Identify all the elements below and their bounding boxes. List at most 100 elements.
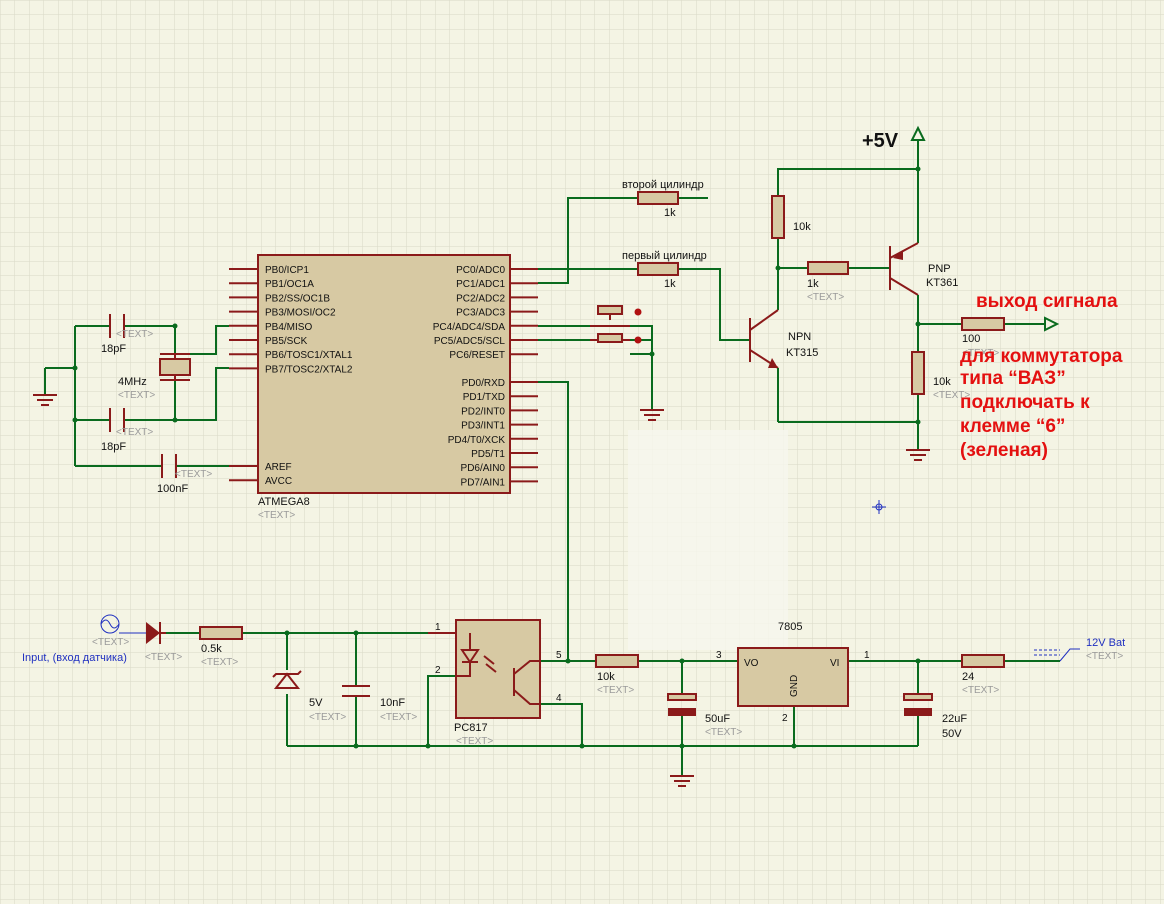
- mcu-pin-right: PC4/ADC4/SDA: [433, 322, 506, 333]
- resistor-10k-pulldown[interactable]: [911, 351, 925, 395]
- r-input-label: 0.5k: [201, 643, 222, 655]
- c-bottom-placeholder: <TEXT>: [116, 427, 153, 438]
- zener-placeholder: <TEXT>: [309, 712, 346, 723]
- mcu-pin-left: PB2/SS/OC1B: [265, 293, 330, 304]
- ignition-driver: [538, 125, 1060, 461]
- button-pc4[interactable]: [590, 305, 642, 327]
- opto-pin1: 1: [435, 622, 441, 633]
- mcu-pin-right: PC2/ADC2: [456, 293, 505, 304]
- mcu-text-placeholder: <TEXT>: [258, 510, 295, 521]
- mcu-pin-left: PB7/TOSC2/XTAL2: [265, 364, 353, 375]
- input-diode[interactable]: [146, 622, 166, 644]
- annotation-line4: подключать к: [960, 392, 1090, 413]
- opto-label: PC817: [454, 722, 488, 734]
- resistor-10k-top[interactable]: [771, 195, 785, 239]
- annotation-line5: клемме “6”: [960, 416, 1065, 437]
- input-label: Input, (вход датчика): [22, 652, 127, 664]
- r-bat-label: 24: [962, 671, 974, 683]
- mcu-pin-right: PC5/ADC5/SCL: [434, 336, 506, 347]
- c-top-label: 18pF: [101, 343, 126, 355]
- crystal-network: [33, 314, 229, 478]
- capacitor-10nf[interactable]: [342, 685, 370, 697]
- mcu-pin-left: PB1/OC1A: [265, 279, 314, 290]
- mcu-pin-left: AREF: [265, 462, 292, 473]
- diode-placeholder: <TEXT>: [145, 652, 182, 663]
- reg-pin3: 3: [716, 650, 722, 661]
- opto-placeholder: <TEXT>: [456, 736, 493, 747]
- resistor-cyl1[interactable]: [637, 262, 679, 276]
- annotation-block: выход сигнала для коммутатора типа “ВАЗ”…: [960, 291, 1123, 461]
- regulator-7805[interactable]: [737, 647, 849, 707]
- reg-label: 7805: [778, 621, 802, 633]
- resistor-opto[interactable]: [595, 654, 639, 668]
- mcu-pin-right: PD3/INT1: [461, 421, 505, 432]
- input-placeholder: <TEXT>: [92, 637, 129, 648]
- zener-diode[interactable]: [272, 670, 302, 689]
- mcu-pin-left: PB3/MOSI/OC2: [265, 308, 336, 319]
- annotation-line2: для коммутатора: [960, 346, 1123, 367]
- mcu-pin-left: PB0/ICP1: [265, 265, 309, 276]
- r-top-label: 10k: [793, 221, 811, 233]
- r-base-pnp-placeholder: <TEXT>: [807, 292, 844, 303]
- optocoupler-pc817[interactable]: [428, 619, 541, 719]
- r-pulldown-label: 10k: [933, 376, 951, 388]
- resistor-bat[interactable]: [961, 654, 1005, 668]
- pnp-model: KT361: [926, 277, 958, 289]
- resistor-100-out[interactable]: [961, 317, 1005, 331]
- crosshair-marker: [872, 500, 886, 514]
- button-pc5[interactable]: [590, 333, 642, 344]
- mcu-pin-left: PB6/TOSC1/XTAL1: [265, 350, 353, 361]
- mcu-pin-right: PC1/ADC1: [456, 279, 505, 290]
- resistor-cyl2[interactable]: [637, 191, 679, 205]
- r-cyl1-value: 1k: [664, 278, 676, 290]
- npn-model: KT315: [786, 347, 818, 359]
- r-bat-placeholder: <TEXT>: [962, 685, 999, 696]
- atmega8-chip[interactable]: PB0/ICP1PB1/OC1APB2/SS/OC1BPB3/MOSI/OC2P…: [229, 254, 538, 521]
- zener-label: 5V: [309, 697, 323, 709]
- mcu-pin-right: PD2/INT0: [461, 406, 505, 417]
- r-opto-label: 10k: [597, 671, 615, 683]
- annotation-line3: типа “ВАЗ”: [960, 368, 1066, 389]
- input-and-power: [100, 381, 1080, 787]
- mcu-pin-right: PC6/RESET: [449, 350, 505, 361]
- mcu-pin-left: PB5/SCK: [265, 336, 308, 347]
- bat-label: 12V Bat: [1086, 637, 1125, 649]
- annotation-line1: выход сигнала: [976, 291, 1118, 312]
- capacitor-50uf[interactable]: [667, 693, 697, 716]
- c-input-label: 10nF: [380, 697, 405, 709]
- reg-pin1: 1: [864, 650, 870, 661]
- mcu-pin-right: PD0/RXD: [462, 378, 505, 389]
- r-cyl1-label: первый цилиндр: [622, 250, 707, 262]
- crystal-label: 4MHz: [118, 376, 147, 388]
- vcc-label: +5V: [862, 130, 899, 152]
- mcu-pin-right: PC0/ADC0: [456, 265, 505, 276]
- crystal-placeholder: <TEXT>: [118, 390, 155, 401]
- reg-vi: VI: [830, 658, 839, 669]
- mcu-pin-right: PD4/T0/XCK: [448, 435, 506, 446]
- reg-vo: VO: [744, 658, 759, 669]
- smudge: [628, 430, 788, 650]
- bat-placeholder: <TEXT>: [1086, 651, 1123, 662]
- resistor-input[interactable]: [199, 626, 243, 640]
- opto-pin5: 5: [556, 650, 562, 661]
- r-opto-placeholder: <TEXT>: [597, 685, 634, 696]
- c-out-label: 50uF: [705, 713, 730, 725]
- capacitor-22uf[interactable]: [903, 693, 933, 716]
- pnp-type: PNP: [928, 263, 951, 275]
- mcu-pin-right: PD6/AIN0: [461, 463, 506, 474]
- npn-type: NPN: [788, 331, 811, 343]
- annotation-line6: (зеленая): [960, 440, 1048, 461]
- opto-pin4: 4: [556, 693, 562, 704]
- c-aref-placeholder: <TEXT>: [175, 469, 212, 480]
- mcu-pin-left: AVCC: [265, 476, 292, 487]
- reg-pin2: 2: [782, 713, 788, 724]
- c-in-label: 22uF: [942, 713, 967, 725]
- r-pulldown-placeholder: <TEXT>: [933, 390, 970, 401]
- resistor-1k-pnp[interactable]: [807, 261, 849, 275]
- mcu-pin-left: PB4/MISO: [265, 322, 312, 333]
- r-input-placeholder: <TEXT>: [201, 657, 238, 668]
- c-bottom-label: 18pF: [101, 441, 126, 453]
- c-in-voltage: 50V: [942, 728, 962, 740]
